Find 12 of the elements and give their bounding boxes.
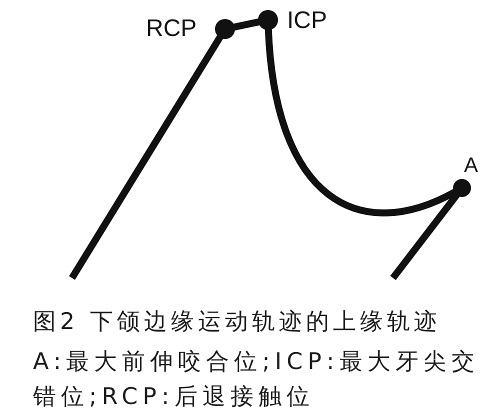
point-label: ICP <box>287 9 328 33</box>
trajectory-line <box>69 34 224 280</box>
trajectory-point <box>453 179 471 197</box>
trajectory-curve <box>264 28 457 216</box>
trajectory-line <box>233 18 260 31</box>
trajectory-point <box>215 19 235 39</box>
point-label: A <box>464 155 478 176</box>
trajectory-point <box>258 10 278 30</box>
figure-caption: 图2 下颌边缘运动轨迹的上缘轨迹 <box>33 310 442 334</box>
caption-note: A:最大前伸咬合位;ICP:最大牙尖交错位;RCP:后退接触位 <box>33 348 480 412</box>
point-label: RCP <box>146 17 197 41</box>
trajectory-line <box>390 192 460 280</box>
